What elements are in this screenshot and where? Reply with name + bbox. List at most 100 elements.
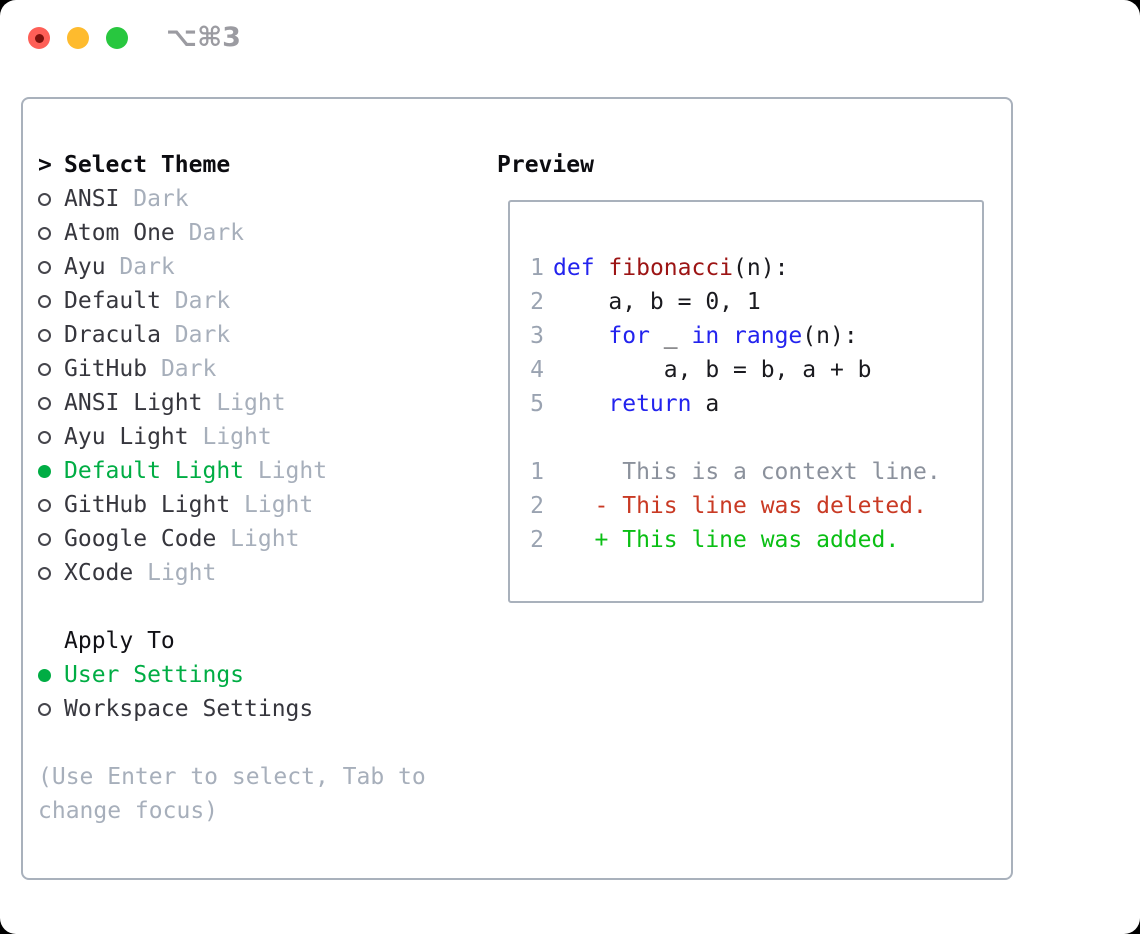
radio-icon — [38, 396, 64, 410]
code-line: 5 return a — [530, 387, 982, 421]
apply-to-header: Apply To — [38, 624, 426, 658]
theme-name: ANSI Light — [64, 390, 203, 416]
code-token: fibonacci — [608, 255, 734, 281]
maximize-button[interactable] — [106, 27, 128, 49]
code-line: 4 a, b = b, a + b — [530, 353, 982, 387]
theme-option[interactable]: Atom One Dark — [38, 216, 426, 250]
radio-unselected-icon — [38, 328, 51, 342]
spacer — [38, 726, 426, 760]
code-token: in — [691, 323, 720, 349]
code-line: 3 for _ in range(n): — [530, 319, 982, 353]
code-text: a, b = b, a + b — [553, 353, 872, 387]
theme-variant: Light — [188, 424, 272, 450]
radio-selected-icon — [38, 668, 51, 682]
theme-variant: Dark — [105, 254, 175, 280]
radio-icon — [38, 498, 64, 512]
hint-line-1: (Use Enter to select, Tab to — [38, 764, 426, 790]
radio-icon — [38, 260, 64, 274]
theme-option[interactable]: Google Code Light — [38, 522, 426, 556]
minimize-button[interactable] — [67, 27, 89, 49]
code-token: (n): — [733, 255, 789, 281]
theme-option[interactable]: ANSI Dark — [38, 182, 426, 216]
theme-option[interactable]: Ayu Light Light — [38, 420, 426, 454]
code-token: return — [608, 391, 692, 417]
radio-unselected-icon — [38, 294, 51, 308]
line-number: 2 — [530, 289, 544, 315]
radio-icon — [38, 294, 64, 308]
theme-option[interactable]: ANSI Light Light — [38, 386, 426, 420]
diff-text: + This line was added. — [553, 527, 900, 553]
apply-option-label: User Settings — [64, 662, 245, 688]
radio-unselected-icon — [38, 702, 51, 716]
line-number: 2 — [530, 527, 544, 553]
radio-icon — [38, 702, 64, 716]
theme-variant: Light — [133, 560, 217, 586]
theme-variant: Dark — [119, 186, 189, 212]
radio-unselected-icon — [38, 566, 51, 580]
code-token: a, b = 0, 1 — [553, 289, 761, 315]
theme-option[interactable]: GitHub Light Light — [38, 488, 426, 522]
radio-unselected-icon — [38, 226, 51, 240]
theme-variant: Light — [244, 458, 328, 484]
theme-variant: Dark — [174, 220, 245, 246]
spacer — [530, 421, 982, 455]
radio-icon — [38, 430, 64, 444]
apply-to-title: Apply To — [64, 628, 175, 654]
radio-unselected-icon — [38, 260, 51, 274]
code-token — [595, 255, 609, 281]
theme-option[interactable]: Ayu Dark — [38, 250, 426, 284]
radio-selected-icon — [38, 464, 51, 478]
theme-name: GitHub Light — [64, 492, 231, 518]
diff-block: 1 This is a context line. 2 - This line w… — [530, 455, 982, 557]
radio-unselected-icon — [38, 396, 51, 410]
radio-icon — [38, 328, 64, 342]
theme-option[interactable]: XCode Light — [38, 556, 426, 590]
spacer — [38, 590, 426, 624]
radio-icon — [38, 226, 64, 240]
theme-variant: Light — [230, 492, 314, 518]
theme-name: Ayu Light — [64, 424, 189, 450]
close-dot-icon — [34, 33, 44, 43]
line-number: 1 — [530, 459, 544, 485]
line-number: 4 — [530, 357, 544, 383]
line-number: 5 — [530, 391, 544, 417]
code-token: a — [691, 391, 720, 417]
apply-option[interactable]: User Settings — [38, 658, 426, 692]
radio-icon — [38, 668, 64, 682]
code-token — [553, 323, 608, 349]
theme-variant: Dark — [160, 288, 231, 314]
window-title: ⌥⌘3 — [166, 22, 241, 53]
code-text: for _ in range(n): — [553, 319, 858, 353]
apply-option[interactable]: Workspace Settings — [38, 692, 426, 726]
radio-unselected-icon — [38, 362, 51, 376]
code-token: def — [553, 255, 595, 281]
code-text: a, b = 0, 1 — [553, 285, 761, 319]
radio-unselected-icon — [38, 532, 51, 546]
theme-option[interactable]: Default Dark — [38, 284, 426, 318]
radio-unselected-icon — [38, 192, 51, 206]
theme-name: GitHub — [64, 356, 148, 382]
radio-icon — [38, 362, 64, 376]
code-token: (n): — [802, 323, 858, 349]
theme-option[interactable]: Dracula Dark — [38, 318, 426, 352]
apply-option-label: Workspace Settings — [64, 696, 314, 722]
theme-option[interactable]: GitHub Dark — [38, 352, 426, 386]
diff-line-context: 1 This is a context line. — [530, 455, 982, 489]
code-token: range — [733, 323, 803, 349]
line-number: 3 — [530, 323, 544, 349]
radio-icon — [38, 464, 64, 478]
theme-option[interactable]: Default Light Light — [38, 454, 426, 488]
close-button[interactable] — [28, 27, 50, 49]
theme-variant: Dark — [147, 356, 217, 382]
code-token: a, b = b, a + b — [553, 357, 872, 383]
diff-text: - This line was deleted. — [553, 493, 927, 519]
code-text: return a — [553, 387, 719, 421]
theme-variant: Light — [202, 390, 286, 416]
